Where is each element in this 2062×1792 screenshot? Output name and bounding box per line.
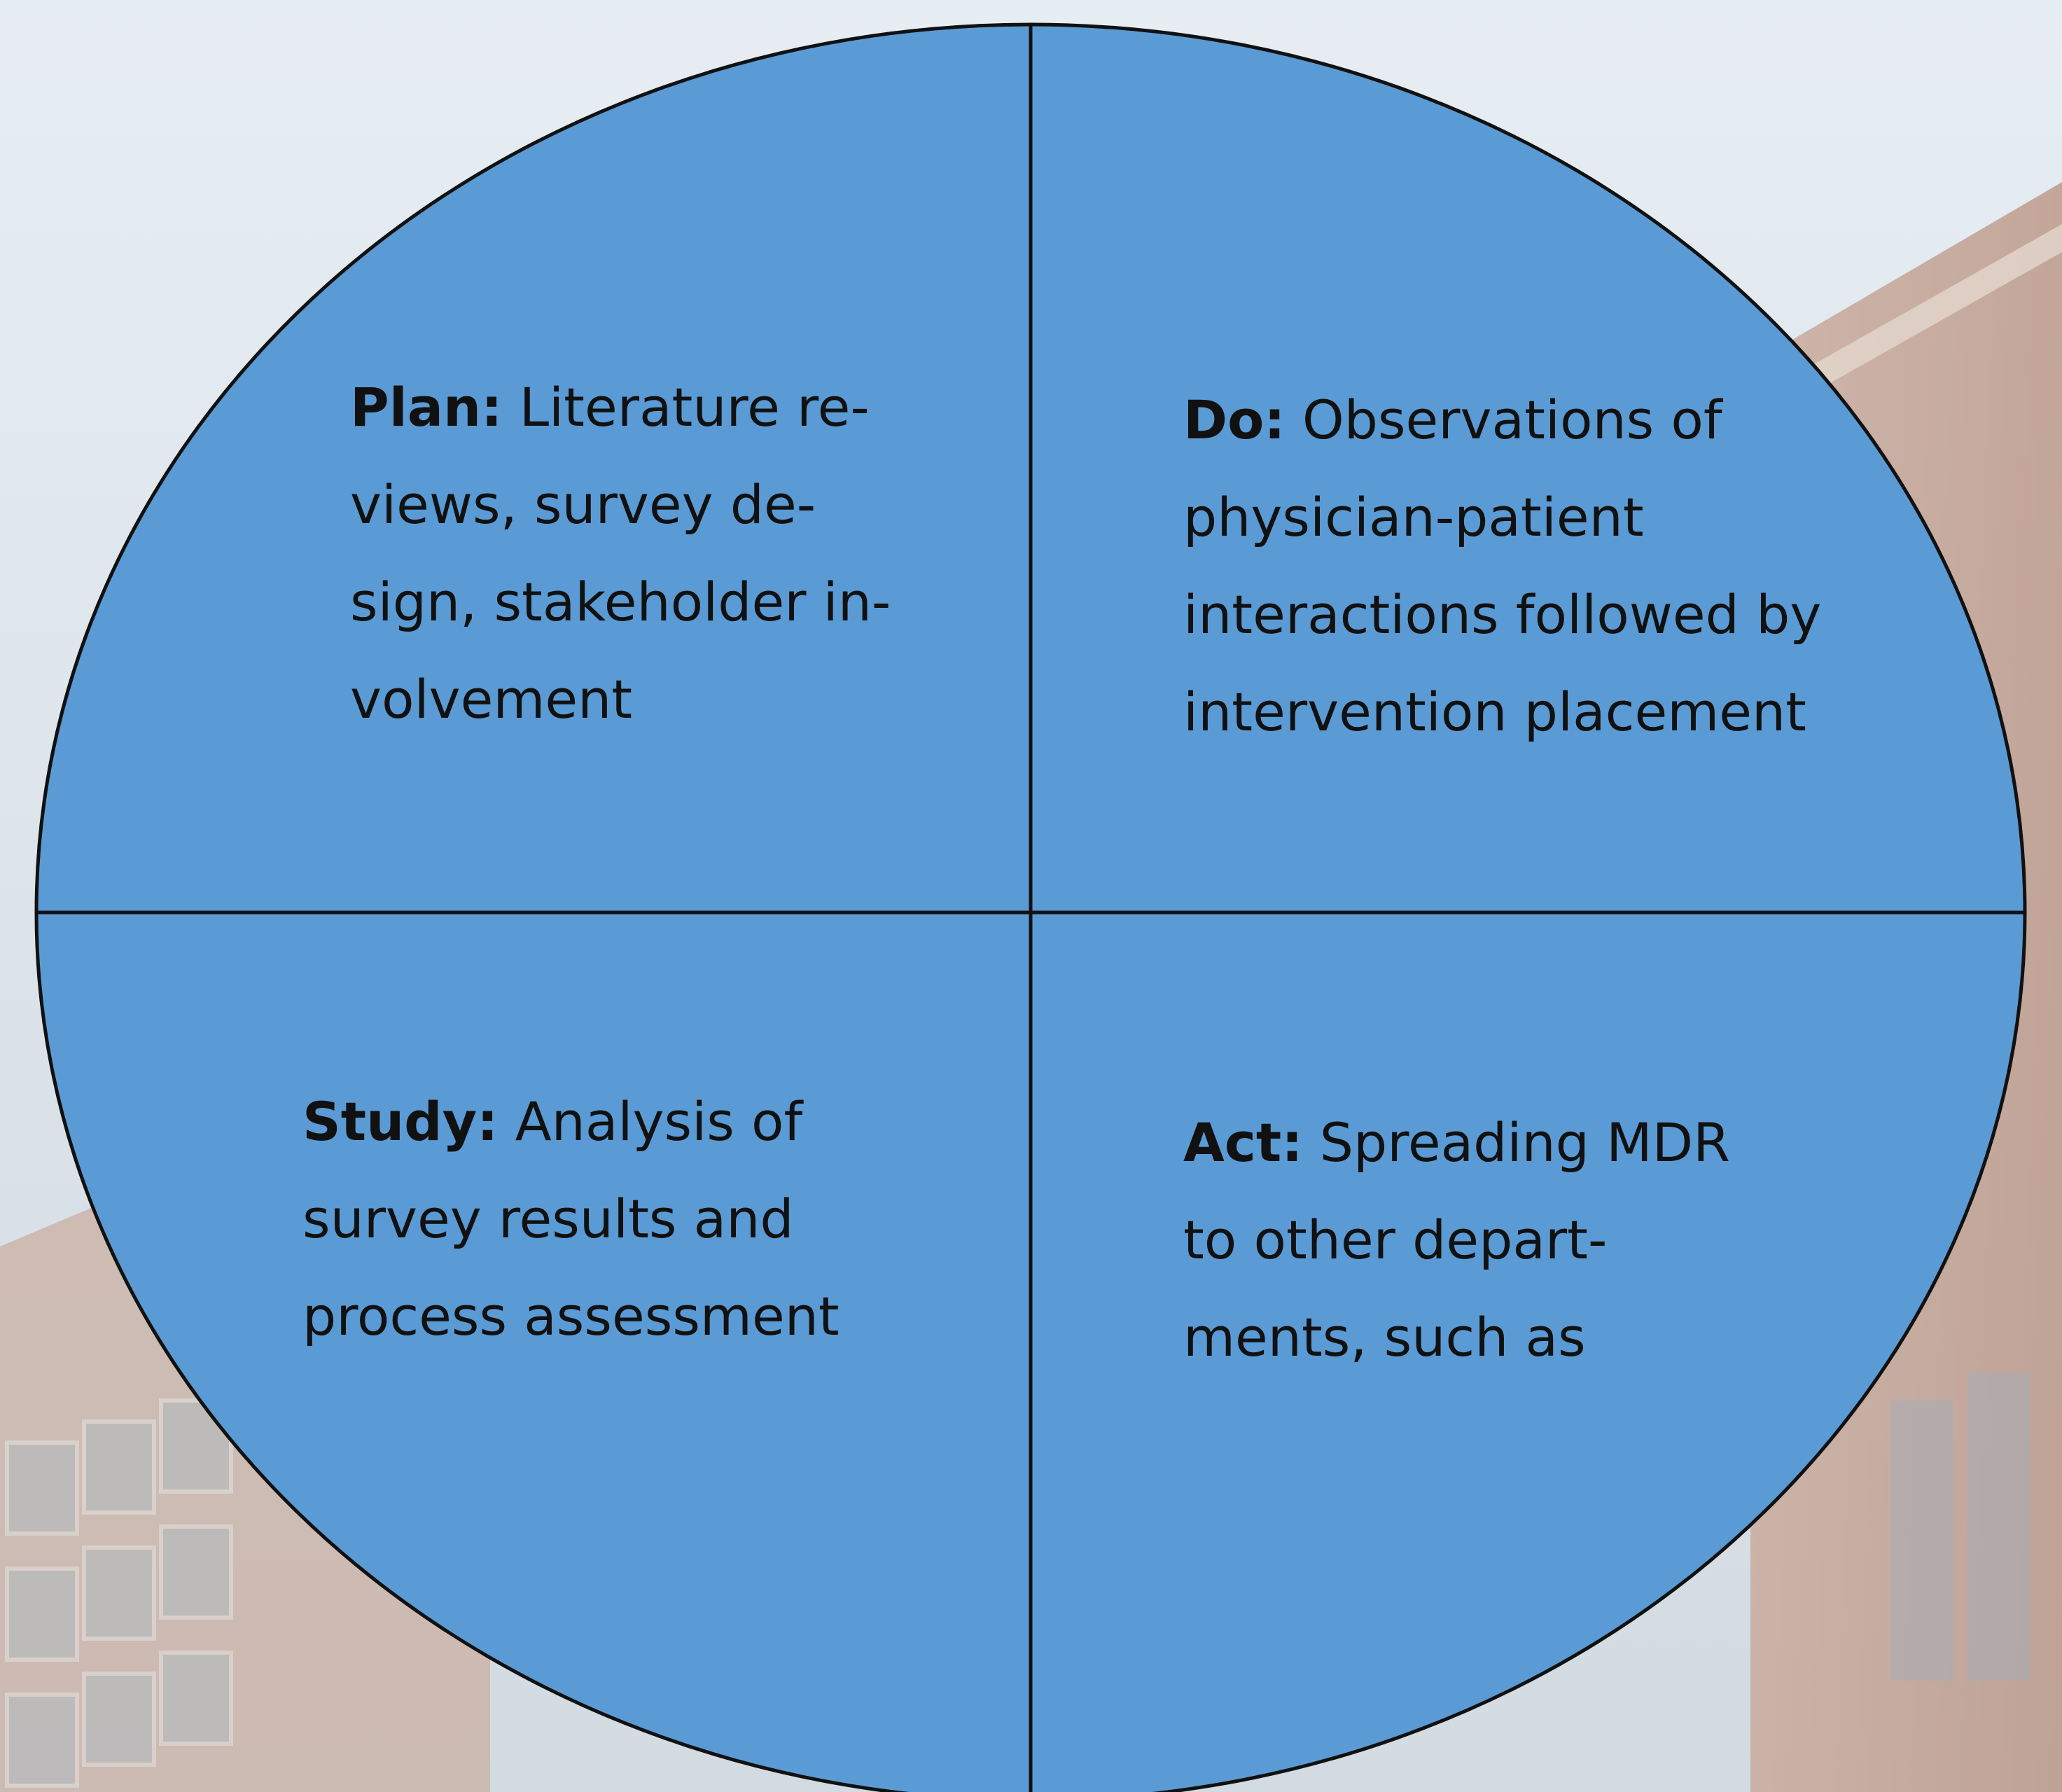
do-line-1: Observations of (1302, 389, 1722, 451)
act-line-3: ments, such as (1183, 1306, 1586, 1368)
study-line-1: Analysis of (515, 1090, 803, 1153)
do-line-2: physician-patient (1183, 486, 1644, 548)
study-quadrant-text: Study: Analysis of survey results and pr… (302, 1073, 840, 1365)
do-line-4: intervention placement (1183, 681, 1806, 743)
do-term: Do: (1183, 389, 1286, 451)
act-line-2: to other depart- (1183, 1209, 1608, 1271)
study-line-2: survey results and (302, 1188, 794, 1250)
plan-line-1: Literature re- (519, 376, 870, 438)
act-term: Act: (1183, 1111, 1303, 1174)
do-line-3: interactions followed by (1183, 583, 1822, 646)
study-line-3: process assessment (302, 1285, 840, 1347)
act-line-1: Spreading MDR (1319, 1111, 1730, 1174)
act-quadrant-text: Act: Spreading MDR to other depart- ment… (1183, 1094, 1730, 1386)
plan-line-4: volvement (350, 668, 633, 730)
plan-line-3: sign, stakeholder in- (350, 571, 891, 633)
study-term: Study: (302, 1090, 499, 1153)
plan-term: Plan: (350, 376, 503, 438)
plan-line-2: views, survey de- (350, 473, 816, 536)
do-quadrant-text: Do: Observations of physician-patient in… (1183, 371, 1821, 760)
plan-quadrant-text: Plan: Literature re- views, survey de- s… (350, 359, 891, 748)
